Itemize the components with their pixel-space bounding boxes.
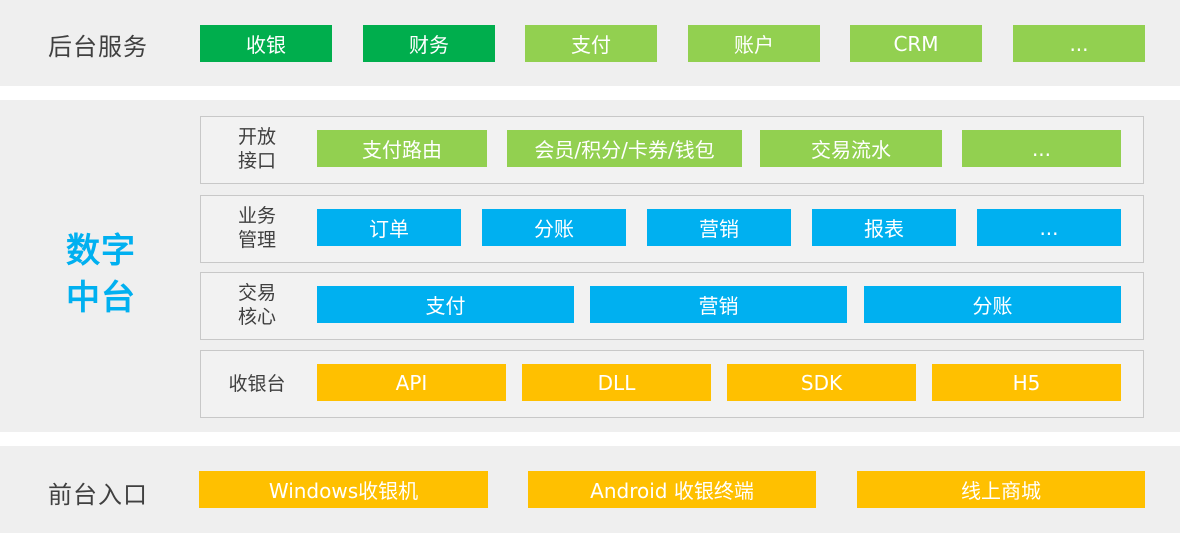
- backend-item-finance: 财务: [363, 25, 495, 62]
- backend-item-more: ...: [1013, 25, 1145, 62]
- frontend-item-windows: Windows收银机: [199, 471, 488, 508]
- frontend-title: 前台入口: [48, 481, 148, 509]
- business-item-order: 订单: [317, 209, 461, 246]
- row-core-label: 交易 核心: [226, 281, 288, 329]
- backend-title: 后台服务: [48, 33, 148, 61]
- row-business-label: 业务 管理: [226, 204, 288, 252]
- middle-platform-title-line2: 中台: [66, 278, 136, 318]
- open-api-item-transaction-log: 交易流水: [760, 130, 942, 167]
- row-open-api-label-line1: 开放: [237, 126, 276, 148]
- middle-platform-title: 数字 中台: [66, 228, 146, 322]
- business-item-more: ...: [977, 209, 1121, 246]
- cashier-item-dll: DLL: [522, 364, 711, 401]
- cashier-item-h5: H5: [932, 364, 1121, 401]
- row-core-label-line1: 交易: [237, 282, 276, 304]
- row-cashier-label: 收银台: [228, 373, 286, 395]
- row-open-api-label-line2: 接口: [237, 150, 276, 172]
- core-item-marketing: 营销: [590, 286, 847, 323]
- row-open-api-label: 开放 接口: [226, 125, 288, 173]
- business-item-split: 分账: [482, 209, 626, 246]
- row-business-label-line2: 管理: [237, 229, 276, 251]
- open-api-item-pay-routing: 支付路由: [317, 130, 487, 167]
- frontend-item-online-mall: 线上商城: [857, 471, 1145, 508]
- cashier-item-api: API: [317, 364, 506, 401]
- backend-item-cashier: 收银: [200, 25, 332, 62]
- backend-item-account: 账户: [688, 25, 820, 62]
- open-api-item-membership: 会员/积分/卡券/钱包: [507, 130, 742, 167]
- backend-item-payment: 支付: [525, 25, 657, 62]
- business-item-report: 报表: [812, 209, 956, 246]
- row-business-label-line1: 业务: [237, 205, 276, 227]
- core-item-split: 分账: [864, 286, 1121, 323]
- row-core-label-line2: 核心: [237, 306, 276, 328]
- open-api-item-more: ...: [962, 130, 1121, 167]
- backend-band: 后台服务 收银 财务 支付 账户 CRM ...: [0, 0, 1180, 86]
- middle-platform-title-line1: 数字: [66, 231, 136, 271]
- backend-item-crm: CRM: [850, 25, 982, 62]
- frontend-item-android: Android 收银终端: [528, 471, 816, 508]
- business-item-marketing: 营销: [647, 209, 791, 246]
- cashier-item-sdk: SDK: [727, 364, 916, 401]
- core-item-payment: 支付: [317, 286, 574, 323]
- frontend-band: 前台入口 Windows收银机 Android 收银终端 线上商城: [0, 446, 1180, 533]
